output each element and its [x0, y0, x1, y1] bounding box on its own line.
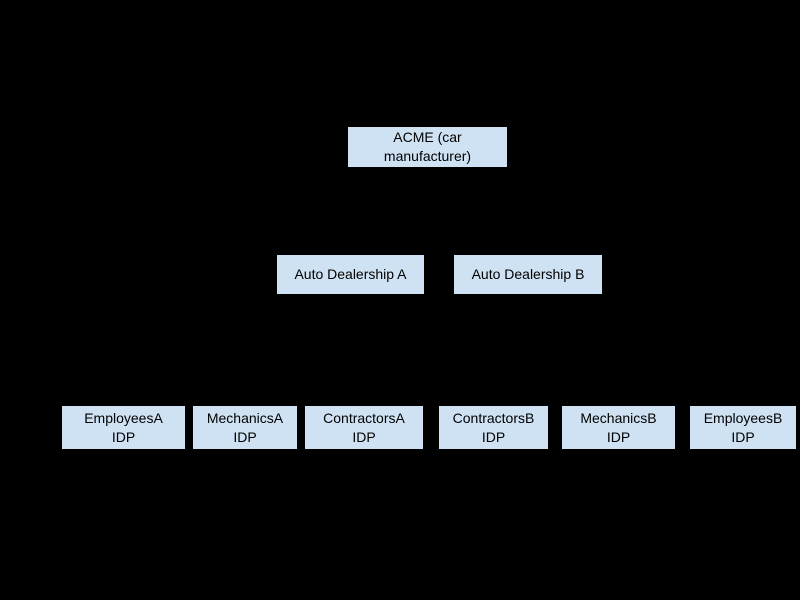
node-auto-dealership-b: Auto Dealership B	[454, 255, 602, 294]
node-contractors-a-idp-line2: IDP	[352, 428, 376, 445]
node-employees-b-idp-line2: IDP	[731, 428, 755, 445]
node-employees-a-idp-line1: EmployeesA	[84, 409, 163, 426]
node-mechanics-b-idp-line2: IDP	[606, 428, 631, 445]
node-mechanics-b-idp-line1: MechanicsB	[580, 409, 657, 426]
node-contractors-b-idp-line2: IDP	[481, 428, 506, 445]
node-auto-dealership-b-label: Auto Dealership B	[471, 266, 585, 282]
node-employees-b-idp-line1: EmployeesB	[703, 409, 783, 426]
node-mechanics-a-idp-line2: IDP	[233, 428, 257, 445]
node-employees-a-idp: EmployeesA IDP	[62, 406, 185, 449]
node-contractors-b-idp: ContractorsB IDP	[439, 406, 548, 449]
node-acme: ACME (car manufacturer)	[348, 127, 507, 167]
node-contractors-a-idp-line1: ContractorsA	[323, 409, 405, 426]
node-mechanics-a-idp-line1: MechanicsA	[206, 409, 284, 426]
node-acme-line2: manufacturer)	[383, 148, 472, 164]
node-auto-dealership-a: Auto Dealership A	[277, 255, 424, 294]
node-employees-b-idp: EmployeesB IDP	[690, 406, 796, 449]
node-employees-a-idp-line2: IDP	[111, 428, 136, 445]
node-contractors-b-idp-line1: ContractorsB	[452, 409, 535, 426]
node-mechanics-b-idp: MechanicsB IDP	[562, 406, 675, 449]
node-auto-dealership-a-label: Auto Dealership A	[294, 266, 407, 282]
node-contractors-a-idp: ContractorsA IDP	[305, 406, 423, 449]
node-acme-line1: ACME (car	[393, 129, 462, 145]
node-mechanics-a-idp: MechanicsA IDP	[193, 406, 297, 449]
